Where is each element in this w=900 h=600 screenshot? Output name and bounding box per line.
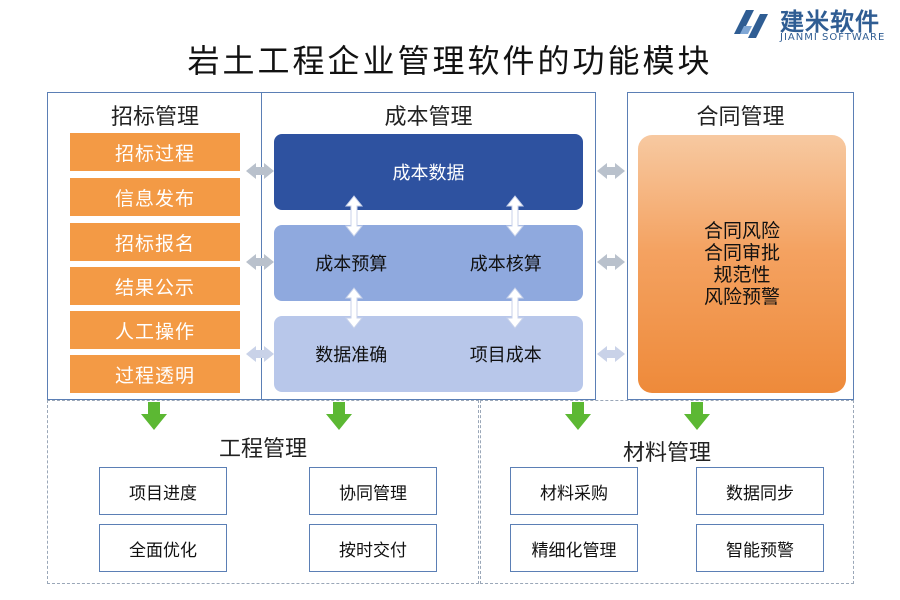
contract-line-warning: 风险预警 (703, 286, 780, 308)
cost-project-label: 项目成本 (469, 345, 542, 366)
cost-title: 成本管理 (384, 105, 473, 130)
bidding-item-process: 招标过程 (70, 133, 240, 171)
brand-logo: 建米软件 JIANMI SOFTWARE (724, 0, 900, 48)
cost-accuracy-label: 数据准确 (315, 345, 388, 366)
engineering-item-progress: 项目进度 (99, 467, 227, 515)
cost-budget-box: 成本预算 成本核算 (274, 225, 583, 301)
cost-budget-label: 成本预算 (315, 254, 388, 275)
cost-data-label: 成本数据 (392, 163, 465, 184)
double-arrow-icon (246, 346, 274, 362)
bidding-item-signup: 招标报名 (70, 223, 240, 261)
cost-accuracy-box: 数据准确 项目成本 (274, 316, 583, 392)
engineering-item-delivery: 按时交付 (309, 524, 437, 572)
vertical-double-arrow-icon (344, 195, 364, 237)
vertical-double-arrow-icon (344, 287, 364, 329)
double-arrow-icon (246, 163, 274, 179)
bidding-item-transparent: 过程透明 (70, 355, 240, 393)
bidding-item-manual: 人工操作 (70, 311, 240, 349)
logo-subtitle: JIANMI SOFTWARE (780, 32, 886, 43)
page-title: 岩土工程企业管理软件的功能模块 (187, 42, 713, 80)
engineering-title: 工程管理 (218, 437, 307, 462)
contract-box: 合同风险 合同审批 规范性 风险预警 (638, 135, 846, 393)
cost-data-box: 成本数据 (274, 134, 583, 210)
contract-title: 合同管理 (696, 105, 785, 130)
double-arrow-icon (597, 163, 625, 179)
material-item-purchase: 材料采购 (510, 467, 638, 515)
contract-line-standard: 规范性 (713, 264, 771, 286)
double-arrow-icon (597, 346, 625, 362)
vertical-double-arrow-icon (505, 195, 525, 237)
bidding-title: 招标管理 (110, 105, 199, 130)
material-panel: 材料管理 材料采购 数据同步 精细化管理 智能预警 (480, 400, 854, 584)
engineering-panel: 工程管理 项目进度 协同管理 全面优化 按时交付 (47, 400, 479, 584)
contract-line-risk: 合同风险 (703, 220, 780, 242)
down-arrow-icon (141, 402, 167, 430)
contract-line-approval: 合同审批 (703, 242, 780, 264)
contract-panel: 合同管理 合同风险 合同审批 规范性 风险预警 (627, 92, 854, 400)
down-arrow-icon (684, 402, 710, 430)
cost-panel: 成本管理 成本数据 成本预算 成本核算 数据准确 项目成本 (261, 92, 596, 400)
vertical-double-arrow-icon (505, 287, 525, 329)
bidding-item-result: 结果公示 (70, 267, 240, 305)
logo-name: 建米软件 (780, 8, 880, 36)
material-item-fine: 精细化管理 (510, 524, 638, 572)
bidding-panel: 招标管理 招标过程 信息发布 招标报名 结果公示 人工操作 过程透明 (47, 92, 263, 400)
double-arrow-icon (246, 254, 274, 270)
engineering-item-collab: 协同管理 (309, 467, 437, 515)
bidding-item-publish: 信息发布 (70, 178, 240, 216)
material-item-sync: 数据同步 (696, 467, 824, 515)
material-item-warning: 智能预警 (696, 524, 824, 572)
cost-accounting-label: 成本核算 (469, 254, 542, 275)
down-arrow-icon (326, 402, 352, 430)
logo-mark-icon (734, 10, 768, 38)
down-arrow-icon (565, 402, 591, 430)
engineering-item-optimize: 全面优化 (99, 524, 227, 572)
material-title: 材料管理 (622, 441, 711, 466)
double-arrow-icon (597, 254, 625, 270)
